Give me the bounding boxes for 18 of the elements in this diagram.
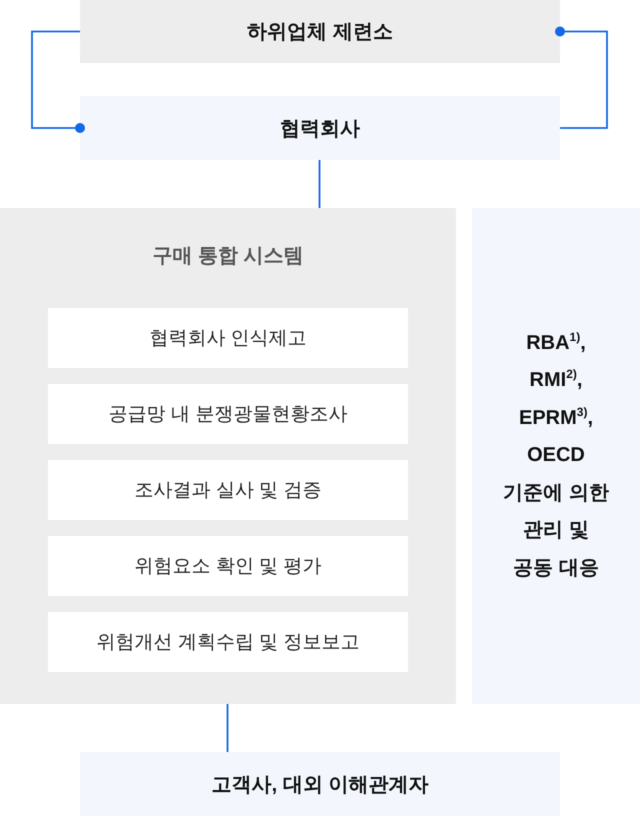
step-label: 협력회사 인식제고 [149,327,307,351]
box-label: 협력회사 [280,116,360,142]
entity-box [80,96,560,160]
connector-line [226,704,228,752]
connector-line [555,26,608,129]
step-label: 조사결과 실사 및 검증 [134,479,322,503]
step-label: 위험요소 확인 및 평가 [134,555,322,579]
step-label: 공급망 내 분쟁광물현황조사 [108,403,348,427]
box-label: 하위업체 제련소 [247,20,393,45]
step-label: 위험개선 계획수립 및 정보보고 [96,631,360,655]
system-panel [0,208,456,704]
entity-box [80,0,560,63]
box-label: 고객사, 대외 이해관계자 [212,772,428,798]
panel-heading: 구매 통합 시스템 [151,244,305,269]
entity-box [80,752,560,816]
connector-line [318,160,320,208]
panel-text: RBA$^{1)}$, RMI$^{2)}$, EPRM$^{3)}$, OECD 기준에 의한 관리 및 공동 대응 [502,328,610,581]
connector-line [31,30,85,133]
